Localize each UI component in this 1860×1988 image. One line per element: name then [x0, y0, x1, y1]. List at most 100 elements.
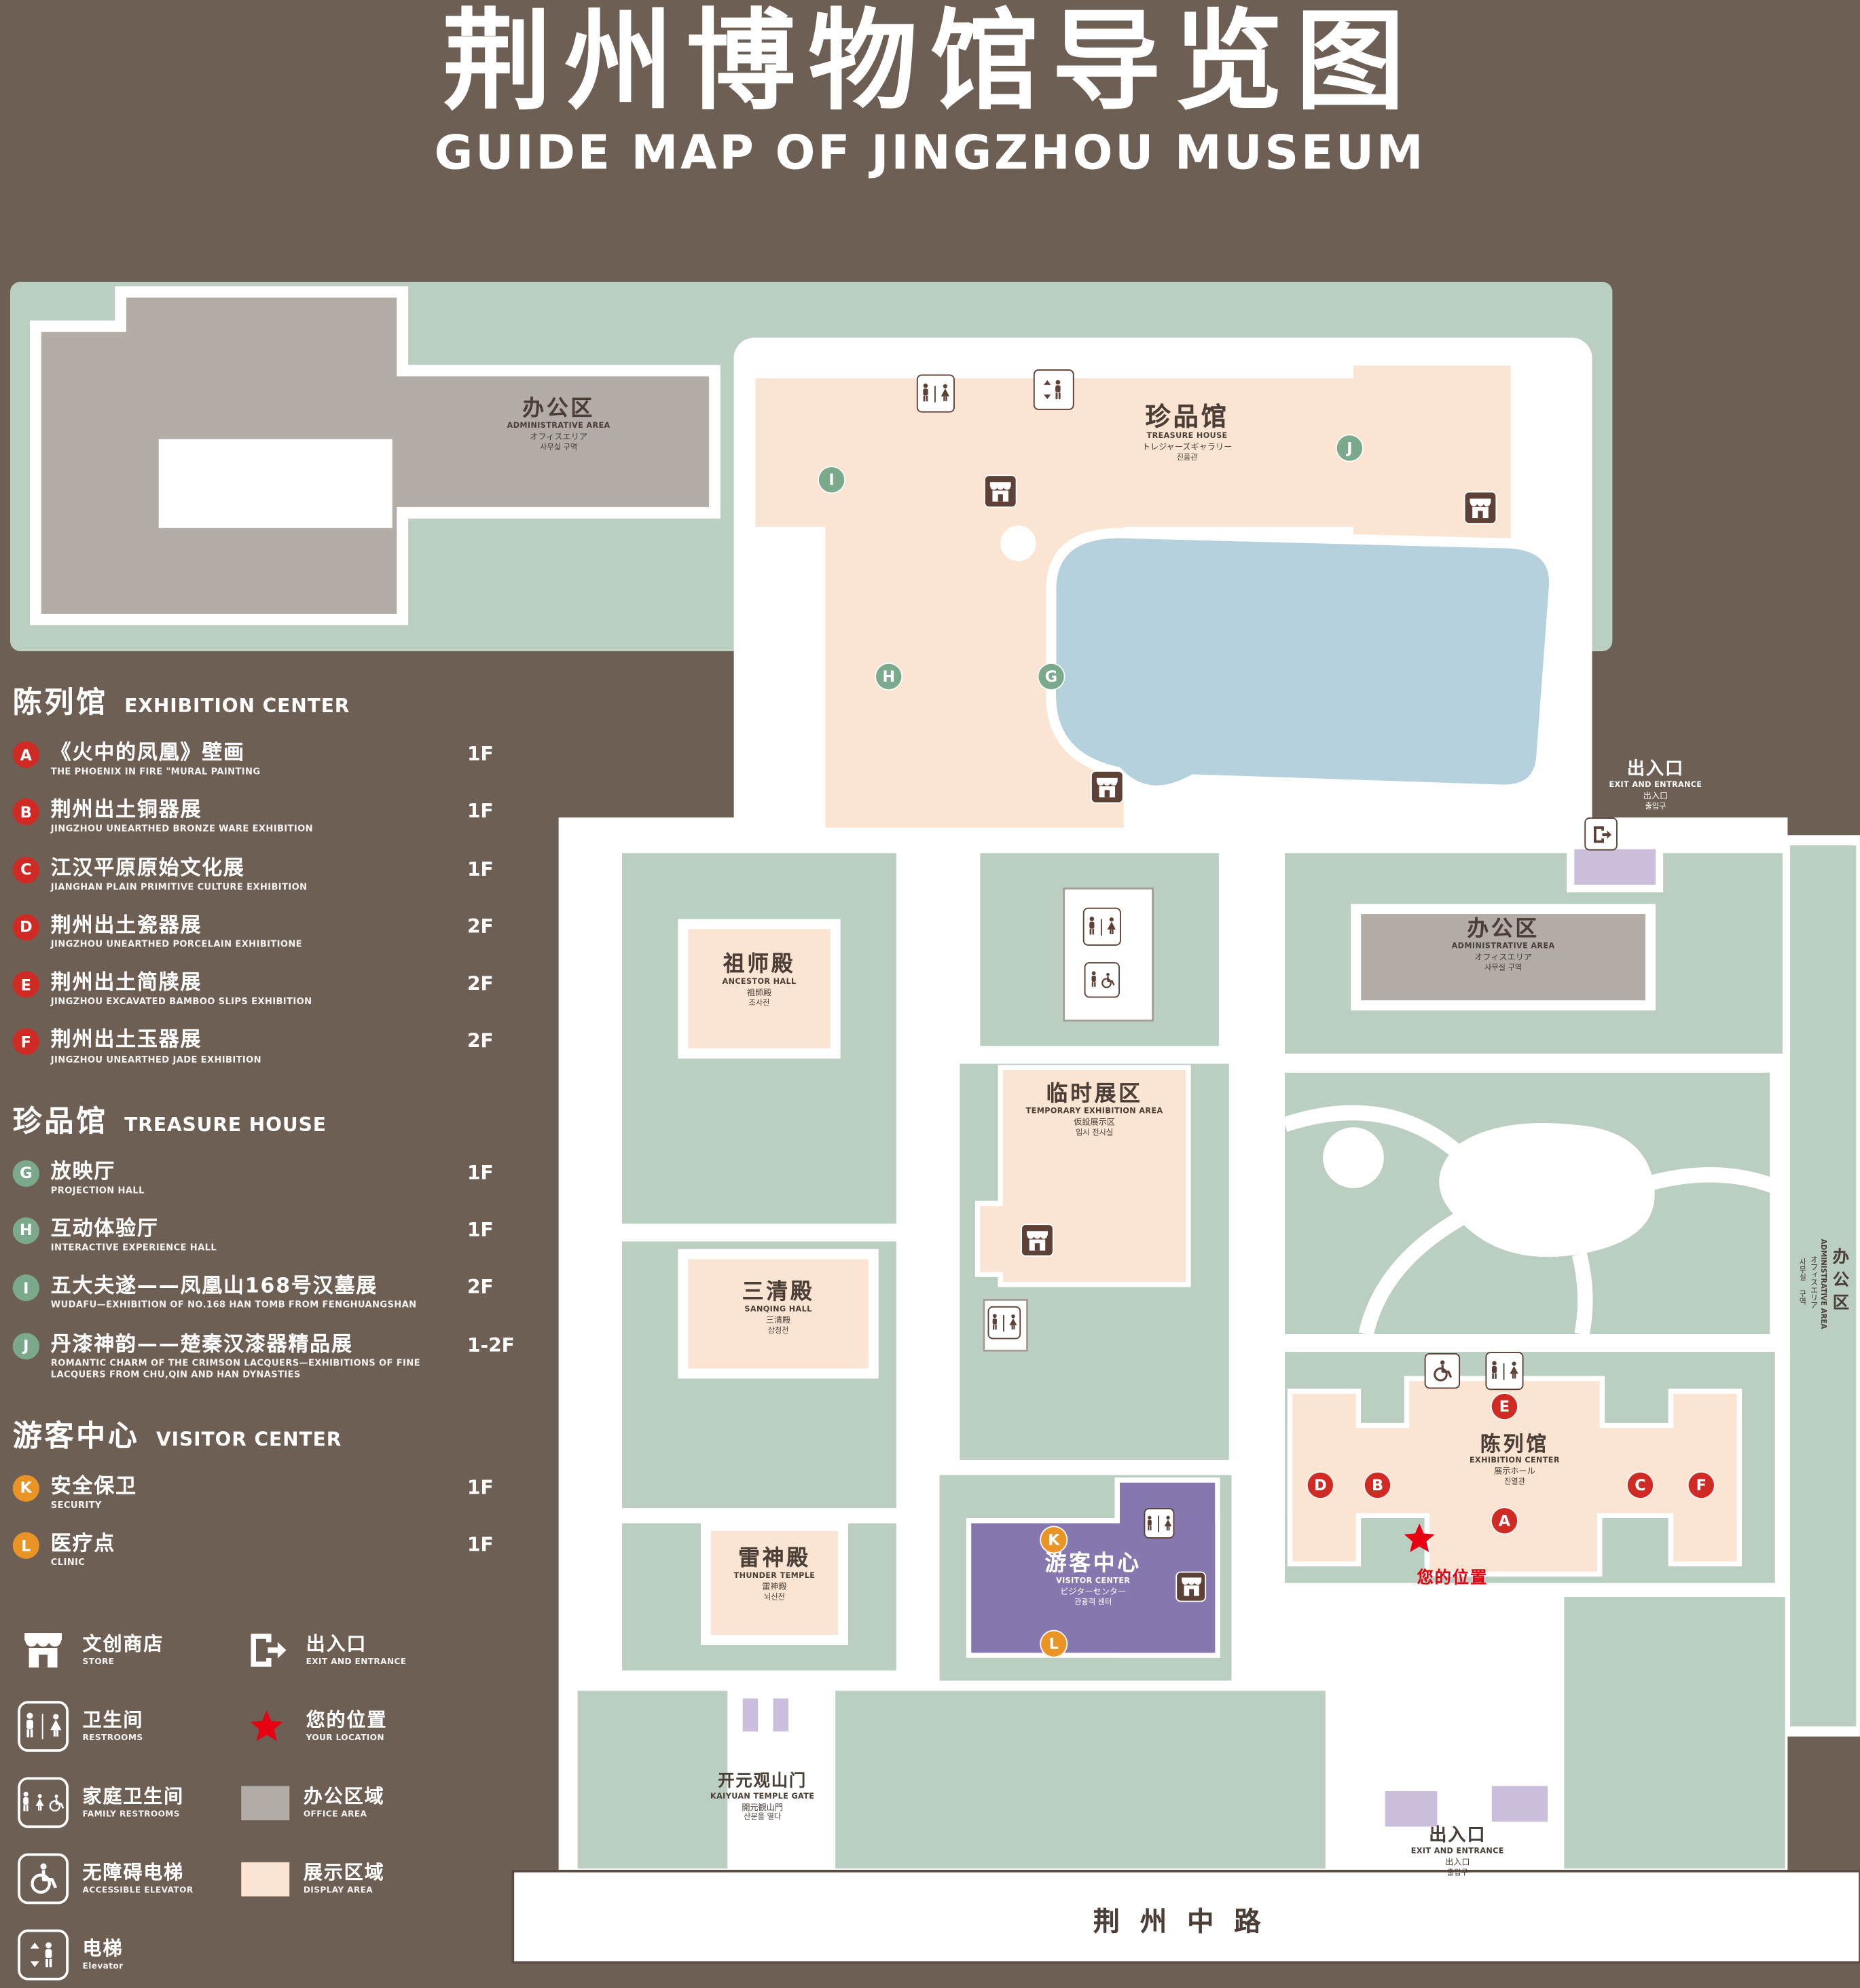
floor-label: 1F	[467, 1533, 494, 1557]
label-treasure-house: 珍品馆 TREASURE HOUSE トレジャーズギャラリー 진품관	[1142, 401, 1233, 462]
restroom-icon	[1082, 907, 1121, 946]
floor-label: 2F	[467, 1276, 494, 1300]
accessible-elevator-icon	[18, 1853, 69, 1904]
store-icon	[1090, 770, 1124, 804]
map-marker-i: I	[818, 466, 846, 494]
map-marker-c: C	[1626, 1471, 1655, 1499]
marker-badge-b: B	[12, 798, 39, 826]
marker-badge-k: K	[12, 1475, 39, 1502]
marker-badge-f: F	[12, 1029, 39, 1056]
marker-badge-c: C	[12, 856, 39, 883]
your-location-star	[1402, 1521, 1437, 1556]
store-icon	[1021, 1223, 1054, 1257]
map-marker-f: F	[1687, 1471, 1715, 1499]
display-area-swatch	[241, 1861, 290, 1896]
map-marker-j: J	[1335, 434, 1364, 462]
title-en: GUIDE MAP OF JINGZHOU MUSEUM	[434, 125, 1426, 180]
floor-label: 1-2F	[467, 1333, 515, 1357]
office-area-swatch	[241, 1785, 290, 1820]
floor-label: 1F	[467, 1476, 494, 1499]
floor-label: 1F	[467, 858, 494, 881]
elevator-icon	[1033, 369, 1074, 410]
floor-label: 1F	[467, 1161, 494, 1184]
restroom-icon	[18, 1701, 69, 1752]
exit-icon	[1584, 817, 1618, 851]
label-admin-area-top: 办公区 ADMINISTRATIVE AREA オフィスエリア 사무실 구역	[507, 396, 610, 453]
label-thunder-temple: 雷神殿 THUNDER TEMPLE 雷神殿 뇌신전	[733, 1546, 816, 1602]
label-temporary-exhibition: 临时展区 TEMPORARY EXHIBITION AREA 仮設展示区 임시 …	[1025, 1081, 1163, 1138]
your-location-icon	[241, 1701, 292, 1752]
marker-badge-a: A	[12, 741, 39, 769]
label-sanqing-hall: 三清殿 SANQING HALL 三清殿 삼청전	[742, 1279, 815, 1336]
family-restroom-icon	[1084, 962, 1120, 998]
map-marker-d: D	[1306, 1471, 1334, 1499]
marker-badge-l: L	[12, 1532, 39, 1560]
restroom-icon	[916, 374, 955, 413]
restroom-icon	[1144, 1508, 1175, 1539]
section-title: 陈列馆 EXHIBITION CENTER	[12, 686, 350, 720]
label-road: 荆州中路	[1093, 1907, 1281, 1938]
page-title: 荆州博物馆导览图 GUIDE MAP OF JINGZHOU MUSEUM	[0, 3, 1860, 180]
label-ancestor-hall: 祖师殿 ANCESTOR HALL 祖師殿 조사전	[722, 952, 797, 1008]
map-marker-a: A	[1490, 1507, 1519, 1535]
store-icon	[1175, 1571, 1207, 1602]
floor-label: 2F	[467, 915, 494, 938]
restroom-icon	[1485, 1352, 1524, 1391]
map-marker-h: H	[875, 662, 903, 691]
floor-label: 2F	[467, 1030, 494, 1053]
label-admin-area-right: 办公区 ADMINISTRATIVE AREA オフィスエリア 사무실 구역	[1797, 1239, 1848, 1330]
admin-building-top	[29, 286, 721, 625]
map-marker-e: E	[1490, 1392, 1519, 1421]
section-title: 游客中心 VISITOR CENTER	[12, 1420, 342, 1454]
accessible-elevator-icon	[1424, 1352, 1461, 1389]
label-exit-bottom: 出入口 EXIT AND ENTRANCE 出入口 출입구	[1410, 1825, 1504, 1877]
marker-badge-d: D	[12, 913, 39, 941]
store-icon	[1463, 491, 1497, 525]
store-icon	[18, 1625, 69, 1676]
exit-icon	[241, 1625, 292, 1676]
label-visitor-center: 游客中心 VISITOR CENTER ビジターセンター 관광객 센터	[1044, 1551, 1142, 1608]
map-marker-g: G	[1037, 662, 1065, 691]
store-icon	[983, 475, 1017, 508]
floor-label: 1F	[467, 742, 494, 766]
floor-label: 1F	[467, 1218, 494, 1242]
map-marker-k: K	[1040, 1526, 1068, 1554]
pond	[1000, 526, 1559, 796]
floor-label: 2F	[467, 972, 494, 996]
title-cn: 荆州博物馆导览图	[442, 0, 1418, 126]
label-kaiyuan-gate: 开元观山门 KAIYUAN TEMPLE GATE 開元観山門 산문을 열다	[710, 1771, 815, 1822]
floor-label: 1F	[467, 800, 494, 824]
label-exit-top: 出入口 EXIT AND ENTRANCE 出入口 출입구	[1609, 759, 1702, 811]
marker-badge-j: J	[12, 1332, 39, 1359]
label-admin-area-mid: 办公区 ADMINISTRATIVE AREA オフィスエリア 사무실 구역	[1451, 916, 1555, 973]
your-location-label: 您的位置	[1417, 1568, 1489, 1588]
label-exhibition-center: 陈列馆 EXHIBITION CENTER 展示ホール 진열관	[1470, 1431, 1560, 1487]
restroom-icon	[987, 1306, 1021, 1340]
marker-badge-h: H	[12, 1217, 39, 1245]
marker-badge-i: I	[12, 1274, 39, 1302]
